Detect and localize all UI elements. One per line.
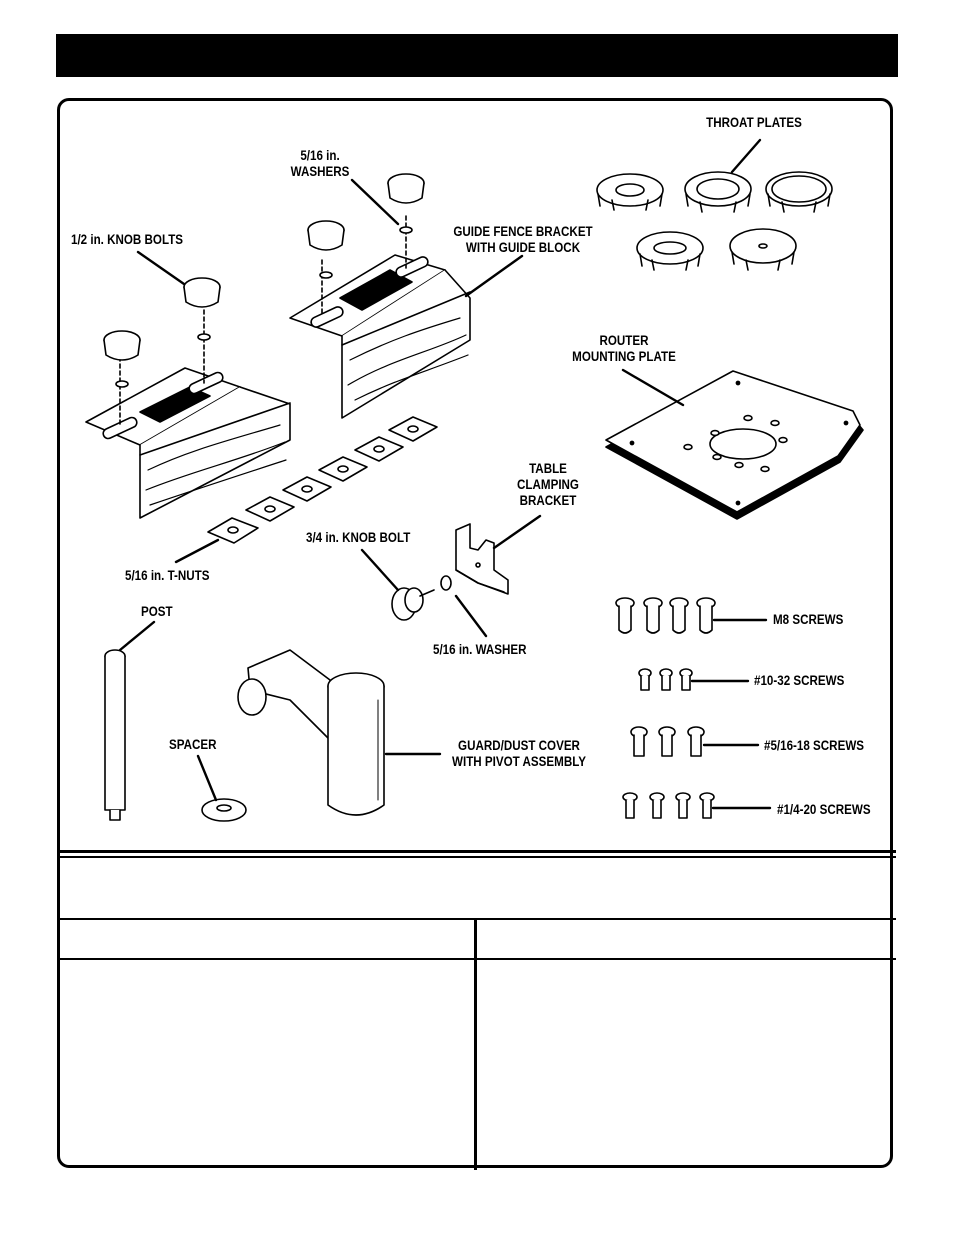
- column-separator: [474, 918, 477, 1170]
- label-guard: GUARD/DUST COVER WITH PIVOT ASSEMBLY: [438, 738, 600, 770]
- label-spacer: SPACER: [169, 737, 217, 752]
- label-router-plate: ROUTER MOUNTING PLATE: [555, 333, 693, 365]
- guide-fence-bracket-drawing: [289, 173, 471, 419]
- label-washers-516: 5/16 in. WASHERS: [277, 148, 363, 180]
- label-router-plate-text: ROUTER MOUNTING PLATE: [572, 333, 676, 364]
- label-throat-plates: THROAT PLATES: [706, 115, 802, 130]
- screws-drawing: [615, 597, 716, 819]
- label-post: POST: [141, 604, 173, 619]
- router-plate-drawing: [605, 370, 864, 520]
- label-washer-516: 5/16 in. WASHER: [433, 642, 527, 657]
- label-knob-bolts-12: 1/2 in. KNOB BOLTS: [71, 232, 184, 247]
- label-screws-51618: #5/16-18 SCREWS: [764, 738, 865, 753]
- label-guide-fence: GUIDE FENCE BRACKET WITH GUIDE BLOCK: [441, 224, 604, 256]
- divider-columns: [58, 958, 896, 960]
- knob-bolt-34-drawing: [391, 575, 452, 621]
- header-bar: [56, 34, 898, 77]
- guide-fence-bracket-left-drawing: [85, 277, 291, 519]
- label-guide-fence-text: GUIDE FENCE BRACKET WITH GUIDE BLOCK: [453, 224, 593, 255]
- divider-top: [58, 850, 896, 853]
- label-screws-1032: #10-32 SCREWS: [754, 673, 845, 688]
- post-drawing: [104, 649, 126, 821]
- label-screws-1420: #1/4-20 SCREWS: [777, 802, 871, 817]
- label-table-clamping: TABLE CLAMPING BRACKET: [507, 461, 590, 509]
- label-m8-screws: M8 SCREWS: [773, 612, 844, 627]
- label-t-nuts: 5/16 in. T-NUTS: [125, 568, 210, 583]
- divider-header: [58, 918, 896, 920]
- guard-drawing: [237, 649, 385, 816]
- table-clamping-bracket-drawing: [455, 523, 509, 595]
- label-table-clamping-text: TABLE CLAMPING BRACKET: [517, 461, 579, 508]
- divider-top-2: [58, 856, 896, 858]
- spacer-drawing: [201, 798, 247, 822]
- label-knob-bolt-34: 3/4 in. KNOB BOLT: [306, 530, 411, 545]
- label-guard-text: GUARD/DUST COVER WITH PIVOT ASSEMBLY: [452, 738, 586, 769]
- throat-plates-drawing: [596, 171, 833, 271]
- t-nuts-drawing: [207, 416, 438, 544]
- label-washers-516-text: 5/16 in. WASHERS: [290, 148, 350, 179]
